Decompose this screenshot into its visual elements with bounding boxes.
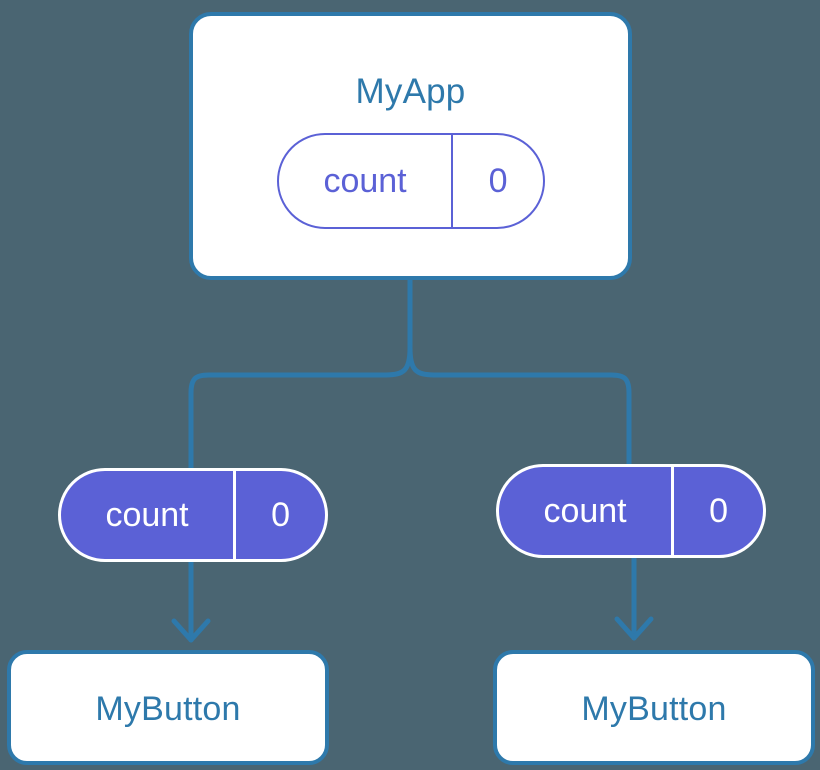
state-value-label: 0 xyxy=(671,467,763,555)
state-key-label: count xyxy=(105,496,189,534)
state-key-label: count xyxy=(323,162,407,200)
arrow-head-right xyxy=(614,616,654,641)
state-pill-myapp[interactable]: count 0 xyxy=(277,133,545,229)
connector-branch-left xyxy=(188,345,413,471)
connector-branch-right xyxy=(407,345,632,467)
state-pill-left[interactable]: count 0 xyxy=(58,468,328,562)
component-title: MyApp xyxy=(355,72,466,111)
state-pill-right[interactable]: count 0 xyxy=(496,464,766,558)
state-value-label: 0 xyxy=(451,135,543,227)
component-node-mybutton-right[interactable]: MyButton xyxy=(493,650,815,765)
state-value-label: 0 xyxy=(233,471,325,559)
component-title: MyButton xyxy=(95,690,241,728)
state-key-label: count xyxy=(543,492,627,530)
arrow-head-left xyxy=(171,618,211,643)
component-title: MyButton xyxy=(581,690,727,728)
component-node-mybutton-left[interactable]: MyButton xyxy=(7,650,329,765)
